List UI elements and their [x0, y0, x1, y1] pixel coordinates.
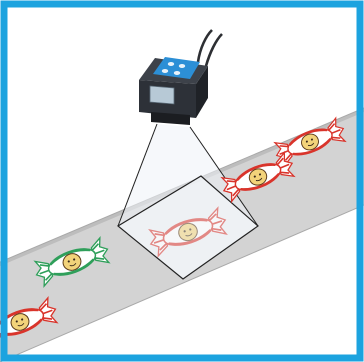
sensor-lens: [151, 112, 190, 125]
sensor-side: [196, 66, 208, 118]
sensor-button-4: [173, 71, 181, 75]
sensor-control-panel: [153, 57, 200, 79]
sensor-cables: [196, 29, 223, 67]
sensor-screen: [149, 85, 175, 105]
sensor-button-2: [178, 64, 186, 68]
vision-sensor: [139, 57, 208, 125]
sensor-button-1: [167, 62, 175, 66]
sensor-button-3: [161, 69, 169, 73]
